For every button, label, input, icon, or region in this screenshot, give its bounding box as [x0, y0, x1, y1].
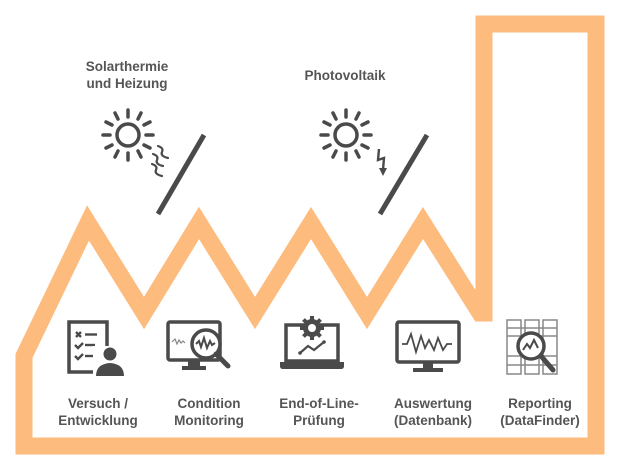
label-line1: End-of-Line- [279, 396, 359, 411]
roof-label-line2: und Heizung [86, 76, 168, 91]
label-line2: (Datenbank) [393, 413, 472, 428]
label-line2: Prüfung [293, 413, 345, 428]
monitor-waveform-icon [395, 320, 461, 372]
sun-icon [319, 108, 373, 162]
application-label-end-of-line: End-of-Line- Prüfung [264, 395, 374, 429]
label-line2: Entwicklung [58, 413, 138, 428]
database-magnifier-icon [506, 319, 558, 375]
label-line2: (DataFinder) [500, 413, 580, 428]
label-line2: Monitoring [174, 413, 244, 428]
roof-label-line1: Solarthermie [85, 59, 169, 74]
laptop-gear-icon [280, 316, 344, 369]
solar-collector-panel [155, 133, 207, 216]
roof-label-photovoltaik: Photovoltaik [290, 67, 400, 84]
label-line1: Versuch / [67, 396, 129, 411]
lightning-icon [376, 148, 387, 176]
application-label-reporting: Reporting (DataFinder) [485, 395, 595, 429]
application-label-condition-monitoring: Condition Monitoring [154, 395, 264, 429]
label-line1: Condition [177, 396, 241, 411]
pv-panel [377, 133, 430, 216]
application-label-versuch: Versuch / Entwicklung [43, 395, 153, 429]
label-line1: Reporting [508, 396, 572, 411]
sun-icon [101, 108, 155, 162]
monitor-magnifier-icon [166, 320, 231, 370]
checklist-person-icon [67, 320, 125, 376]
heat-waves-icon [150, 144, 170, 178]
application-label-auswertung: Auswertung (Datenbank) [378, 395, 488, 429]
roof-label-solarthermie: Solarthermie und Heizung [72, 58, 182, 92]
label-line1: Auswertung [393, 396, 472, 411]
roof-label-line1: Photovoltaik [304, 68, 386, 83]
